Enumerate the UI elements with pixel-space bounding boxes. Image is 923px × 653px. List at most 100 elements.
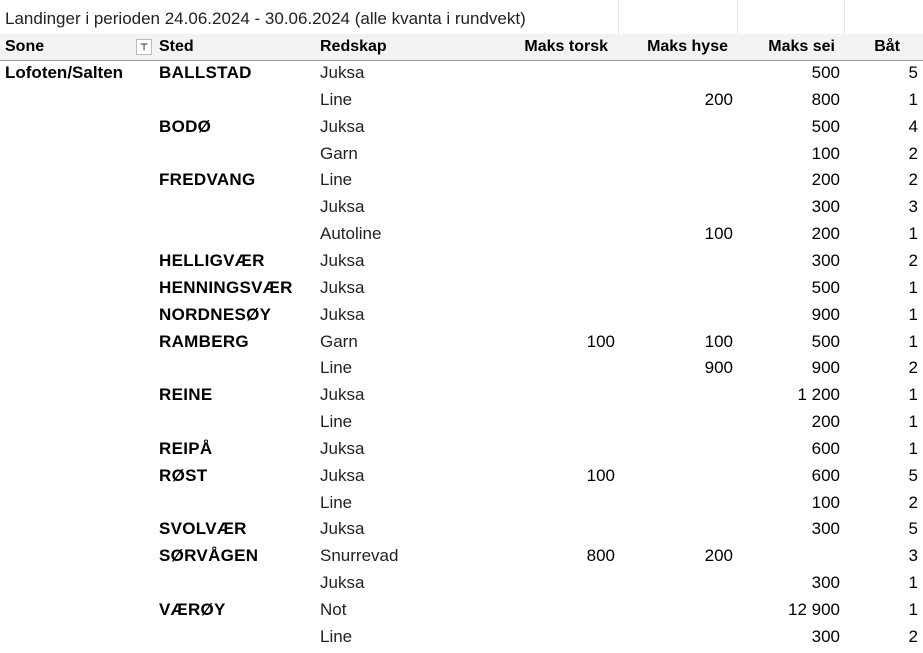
- header-maks-sei: Maks sei: [768, 38, 835, 55]
- cell-bat: 1: [908, 412, 918, 432]
- cell-redskap: Line: [320, 412, 353, 432]
- cell-redskap: Juksa: [320, 197, 365, 217]
- header-redskap: Redskap: [320, 38, 387, 55]
- cell-maks-sei: 500: [811, 277, 840, 297]
- cell-redskap: Juksa: [320, 438, 365, 458]
- cell-redskap: Juksa: [320, 573, 365, 593]
- cell-sted: NORDNESØY: [159, 304, 272, 324]
- cell-maks-sei: 500: [811, 63, 840, 82]
- cell-redskap: Line: [320, 626, 353, 646]
- cell-sted: HELLIGVÆR: [159, 250, 265, 270]
- cell-bat: 4: [908, 116, 918, 136]
- cell-maks-sei: 900: [811, 358, 840, 378]
- table-row: REINE Juksa 1 200 1: [0, 382, 923, 409]
- cell-redskap: Juksa: [320, 519, 365, 539]
- table-row: Line 200 800 1: [0, 87, 923, 114]
- cell-bat: 1: [908, 600, 918, 619]
- table-row: Line 200 1: [0, 409, 923, 436]
- cell-redskap: Juksa: [320, 385, 365, 405]
- header-maks-hyse: Maks hyse: [647, 38, 728, 55]
- cell-redskap: Juksa: [320, 304, 365, 324]
- cell-maks-torsk: 100: [586, 331, 615, 351]
- cell-sted: FREDVANG: [159, 170, 256, 190]
- cell-sted: REIPÅ: [159, 438, 213, 458]
- cell-bat: 1: [908, 224, 918, 244]
- cell-redskap: Juksa: [320, 116, 365, 136]
- cell-maks-sei: 100: [811, 492, 840, 512]
- cell-maks-sei: 100: [811, 143, 840, 163]
- cell-redskap: Juksa: [320, 277, 365, 297]
- cell-bat: 5: [908, 63, 918, 82]
- report-title: Landinger i perioden 24.06.2024 - 30.06.…: [0, 0, 619, 34]
- cell-maks-sei: 600: [811, 438, 840, 458]
- cell-sted: SØRVÅGEN: [159, 546, 259, 566]
- cell-maks-hyse: 900: [704, 358, 733, 378]
- cell-maks-sei: 300: [811, 573, 840, 593]
- cell-bat: 1: [908, 89, 918, 109]
- cell-maks-sei: 1 200: [797, 385, 840, 405]
- cell-redskap: Line: [320, 492, 353, 512]
- cell-maks-sei: 300: [811, 197, 840, 217]
- cell-sted: REINE: [159, 385, 213, 405]
- cell-bat: 3: [908, 197, 918, 217]
- cell-bat: 3: [908, 546, 918, 566]
- cell-redskap: Line: [320, 358, 353, 378]
- cell-maks-sei: 800: [811, 89, 840, 109]
- table-row: Garn 100 2: [0, 141, 923, 168]
- cell-bat: 2: [908, 492, 918, 512]
- cell-maks-hyse: 100: [704, 224, 733, 244]
- cell-bat: 1: [908, 331, 918, 351]
- grid-line: [737, 0, 738, 34]
- cell-sted: BALLSTAD: [159, 63, 252, 82]
- cell-sted: VÆRØY: [159, 600, 226, 619]
- table-row: BODØ Juksa 500 4: [0, 114, 923, 141]
- cell-maks-sei: 300: [811, 250, 840, 270]
- table-row: Juksa 300 3: [0, 194, 923, 221]
- table-row: Juksa 300 1: [0, 570, 923, 597]
- table-row: VÆRØY Not 12 900 1: [0, 597, 923, 624]
- filter-icon[interactable]: ⊤: [136, 39, 152, 55]
- cell-maks-sei: 200: [811, 170, 840, 190]
- header-bat: Båt: [874, 38, 900, 55]
- cell-bat: 2: [908, 170, 918, 190]
- cell-maks-sei: 12 900: [788, 600, 840, 619]
- cell-maks-sei: 900: [811, 304, 840, 324]
- table-row: NORDNESØY Juksa 900 1: [0, 302, 923, 329]
- cell-sted: BODØ: [159, 116, 212, 136]
- cell-bat: 1: [908, 385, 918, 405]
- cell-redskap: Not: [320, 600, 347, 619]
- cell-maks-sei: 500: [811, 116, 840, 136]
- table-row: FREDVANG Line 200 2: [0, 167, 923, 194]
- table-row: Autoline 100 200 1: [0, 221, 923, 248]
- cell-maks-sei: 200: [811, 224, 840, 244]
- cell-bat: 2: [908, 143, 918, 163]
- cell-maks-torsk: 100: [586, 465, 615, 485]
- cell-maks-hyse: 100: [704, 331, 733, 351]
- cell-maks-sei: 200: [811, 412, 840, 432]
- cell-sted: RØST: [159, 465, 208, 485]
- cell-bat: 5: [908, 519, 918, 539]
- cell-redskap: Juksa: [320, 250, 365, 270]
- cell-redskap: Garn: [320, 331, 358, 351]
- grid-line: [844, 0, 845, 34]
- header-sted: Sted: [159, 38, 194, 55]
- cell-maks-hyse: 200: [704, 546, 733, 566]
- cell-redskap: Line: [320, 89, 353, 109]
- cell-bat: 2: [908, 626, 918, 646]
- cell-maks-hyse: 200: [704, 89, 733, 109]
- cell-redskap: Autoline: [320, 224, 382, 244]
- cell-redskap: Garn: [320, 143, 358, 163]
- cell-bat: 1: [908, 573, 918, 593]
- cell-bat: 1: [908, 277, 918, 297]
- cell-bat: 1: [908, 304, 918, 324]
- header-sone: Sone: [5, 38, 45, 55]
- cell-redskap: Line: [320, 170, 353, 190]
